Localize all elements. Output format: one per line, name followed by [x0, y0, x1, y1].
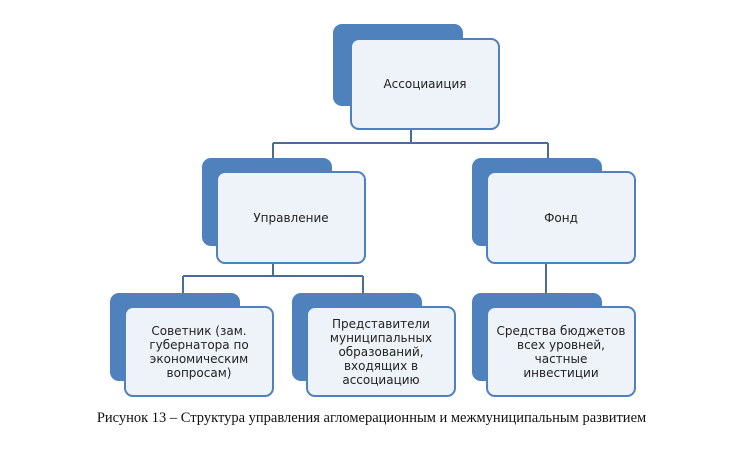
node-management-label: Управление [253, 210, 329, 225]
node-root: Ассоциаиция [333, 24, 500, 130]
figure-caption: Рисунок 13 – Структура управления агломе… [96, 410, 647, 426]
node-management: Управление [202, 158, 366, 264]
node-representatives-box: Представители муниципальных образований,… [306, 306, 456, 397]
node-root-label: Ассоциаиция [383, 77, 467, 91]
node-root-box: Ассоциаиция [350, 38, 500, 130]
node-funds-sources-box: Средства бюджетов всех уровней, частные … [486, 306, 636, 397]
node-representatives-label: Представители муниципальных образований,… [329, 316, 433, 387]
node-advisor-box: Советник (зам. губернатора по экономичес… [124, 306, 274, 397]
node-fund-box: Фонд [486, 171, 636, 264]
node-management-box: Управление [216, 171, 366, 264]
node-funds-sources: Средства бюджетов всех уровней, частные … [472, 293, 636, 397]
node-fund-label: Фонд [544, 210, 578, 225]
node-funds-sources-label: Средства бюджетов всех уровней, частные … [496, 323, 626, 380]
node-fund: Фонд [472, 158, 636, 264]
node-advisor-label: Советник (зам. губернатора по экономичес… [149, 323, 249, 380]
node-advisor: Советник (зам. губернатора по экономичес… [110, 293, 274, 397]
node-representatives: Представители муниципальных образований,… [292, 293, 456, 397]
